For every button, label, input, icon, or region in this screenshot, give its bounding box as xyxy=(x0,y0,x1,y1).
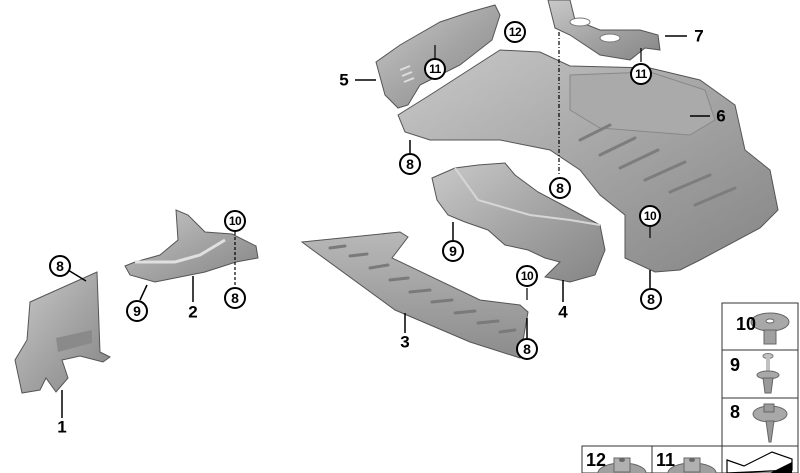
callout-8: 8 xyxy=(549,177,571,199)
part-6-main-underbody-panel xyxy=(397,14,779,288)
callout-11: 11 xyxy=(630,63,652,85)
callout-8: 8 xyxy=(49,255,71,277)
legend-label-12: 12 xyxy=(586,450,607,470)
callout-8: 8 xyxy=(516,338,538,360)
callout-10: 10 xyxy=(224,210,246,232)
collar-screw-icon xyxy=(752,403,788,443)
legend-label-8: 8 xyxy=(730,402,741,422)
part-2-duct-panel xyxy=(124,209,259,302)
push-pin-rivet-icon xyxy=(756,353,780,394)
part-label-3: 3 xyxy=(400,332,410,352)
callout-8: 8 xyxy=(399,153,421,175)
foam-wedge-icon xyxy=(726,451,793,473)
hex-collar-nut-icon-12 xyxy=(597,457,647,473)
plastic-rivet-expansion-icon xyxy=(750,312,790,345)
callout-9: 9 xyxy=(126,300,148,322)
callout-12: 12 xyxy=(504,21,526,43)
part-label-7: 7 xyxy=(694,26,704,46)
part-label-4: 4 xyxy=(558,302,568,322)
legend-label-10: 10 xyxy=(736,314,757,334)
legend-label-11: 11 xyxy=(656,450,676,470)
legend-label-9: 9 xyxy=(730,355,741,375)
callout-11: 11 xyxy=(424,58,446,80)
callout-10: 10 xyxy=(639,205,661,227)
part-7-bracket xyxy=(547,0,687,62)
part-4-center-tunnel-panel xyxy=(431,162,606,302)
callout-10: 10 xyxy=(516,265,538,287)
part-label-1: 1 xyxy=(57,417,67,437)
part-1-side-panel xyxy=(14,269,111,418)
part-3-triangular-panel xyxy=(300,231,529,359)
part-5-front-shield xyxy=(355,4,501,109)
part-label-6: 6 xyxy=(716,106,726,126)
part-label-5: 5 xyxy=(339,70,349,90)
hex-collar-nut-icon-11 xyxy=(667,457,717,473)
part-label-2: 2 xyxy=(188,302,198,322)
callout-8: 8 xyxy=(640,288,662,310)
callout-9: 9 xyxy=(442,240,464,262)
callout-8: 8 xyxy=(224,287,246,309)
